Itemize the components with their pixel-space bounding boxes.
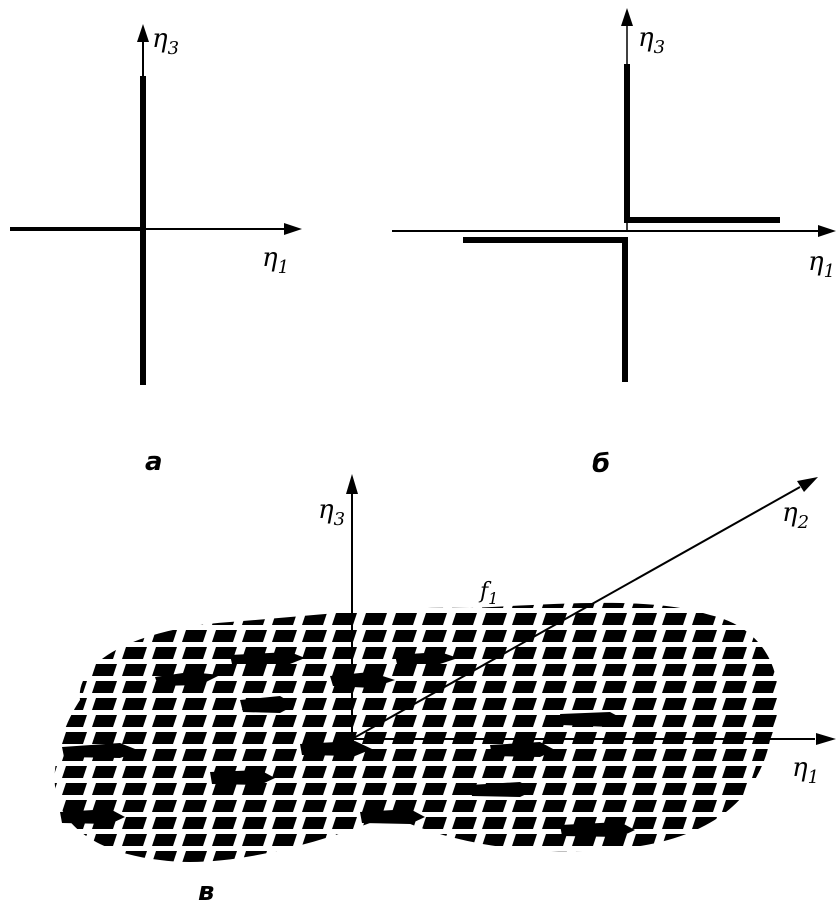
- panel-c-surface-label-f1: f1: [478, 579, 498, 608]
- flow-mark: [490, 742, 555, 757]
- panel-c-axis-label-eta3: η3: [318, 495, 345, 530]
- flow-mark: [60, 809, 125, 824]
- panel-c: η3 η2 η1 f1 в: [54, 474, 836, 907]
- flow-mark: [62, 743, 140, 758]
- panel-a-axis-label-eta1: η1: [262, 243, 289, 278]
- panel-b: η3 η1 б: [392, 8, 836, 479]
- panel-c-axis-eta2: [351, 486, 801, 740]
- flow-mark: [560, 712, 625, 727]
- panel-c-axis-eta1-arrowhead: [816, 733, 836, 745]
- flow-mark: [155, 672, 220, 686]
- panel-b-axis-label-eta1: η1: [808, 247, 835, 282]
- flow-mark: [300, 741, 372, 756]
- flow-mark: [395, 652, 458, 664]
- panel-c-axis-label-eta2: η2: [782, 498, 809, 533]
- panel-a-axis-arrowhead-right: [284, 223, 302, 235]
- panel-b-axis-arrowhead-right: [818, 225, 836, 237]
- panel-c-flow-marks: [60, 652, 635, 837]
- flow-mark: [240, 696, 295, 713]
- flow-mark: [230, 652, 305, 664]
- panel-a: η3 η1 а: [10, 24, 302, 477]
- panel-a-axis-label-eta3: η3: [152, 24, 179, 59]
- panel-b-axis-arrowhead-up: [621, 8, 633, 26]
- panel-c-axis-label-eta1: η1: [792, 753, 819, 788]
- panel-c-caption: в: [198, 877, 214, 907]
- flow-mark: [560, 822, 635, 837]
- panel-b-lower-crack: [463, 237, 628, 382]
- panel-b-axis-label-eta3: η3: [638, 23, 665, 58]
- panel-c-axis-eta3-arrowhead: [346, 474, 358, 494]
- panel-a-axis-arrowhead-up: [137, 24, 149, 42]
- flow-mark: [330, 672, 395, 688]
- panel-b-caption: б: [592, 449, 610, 479]
- flow-mark: [470, 782, 535, 797]
- panel-c-axis-eta2-arrowhead: [797, 477, 818, 492]
- panel-b-upper-crack: [624, 64, 780, 223]
- flow-mark: [360, 809, 425, 824]
- flow-mark: [210, 770, 275, 785]
- panel-c-hatched-crack-region: [54, 602, 779, 862]
- panel-a-caption: а: [145, 447, 163, 477]
